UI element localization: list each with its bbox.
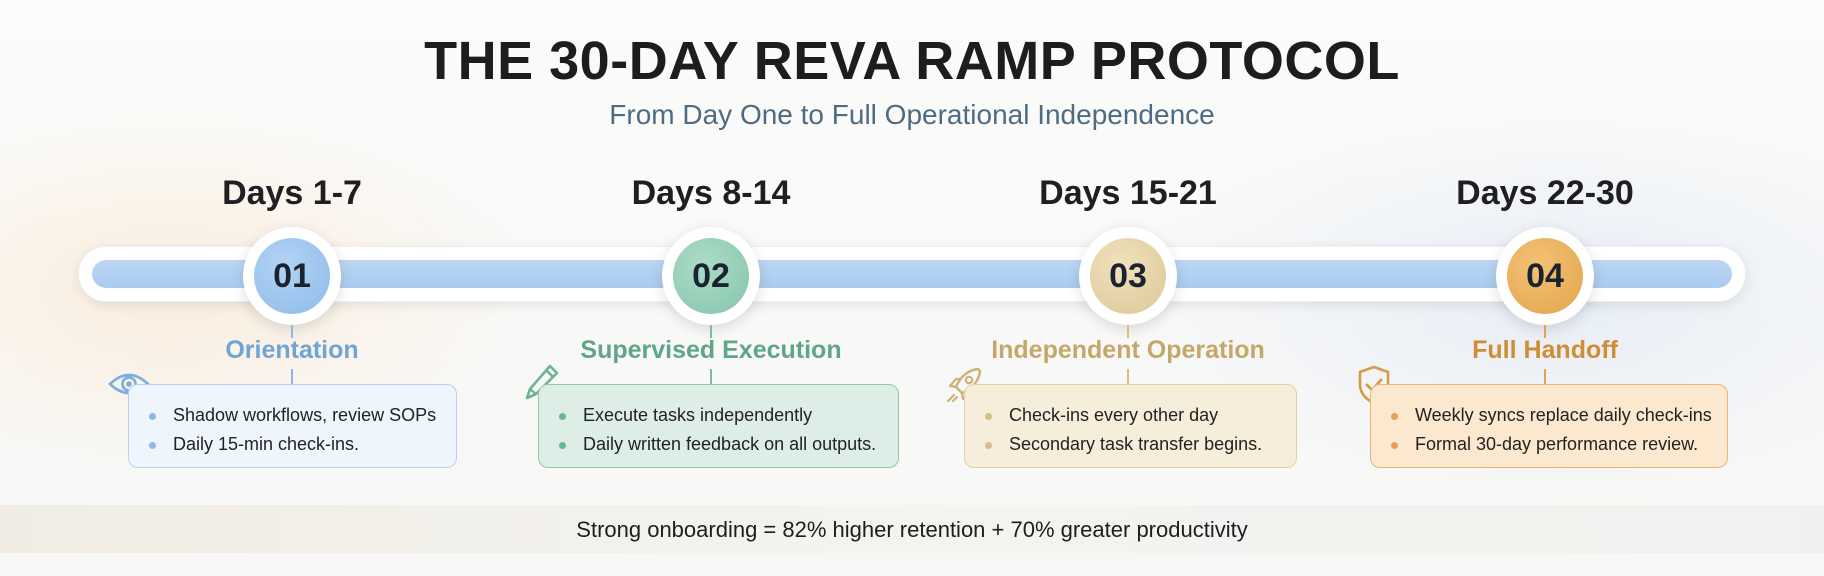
stage-4-number: 04 [1507, 238, 1583, 314]
stage-1-card-connector [291, 369, 293, 384]
stage-4-bullet-2: Formal 30-day performance review. [1415, 434, 1699, 454]
stage-3-bullet-1: Check-ins every other day [1009, 405, 1219, 425]
stage-2-card-connector [710, 369, 712, 384]
list-item: Weekly syncs replace daily check-ins [1391, 401, 1727, 430]
stage-2-node: 02 [662, 227, 760, 325]
stage-2-phase-title: Supervised Execution [580, 336, 842, 364]
pencil-icon [524, 363, 560, 408]
stage-3-number: 03 [1090, 238, 1166, 314]
page-subtitle: From Day One to Full Operational Indepen… [609, 99, 1215, 130]
timeline-progress-fill [92, 260, 1732, 288]
list-item: Formal 30-day performance review. [1391, 430, 1727, 459]
list-item: Daily written feedback on all outputs. [559, 430, 898, 459]
stage-1-card: Shadow workflows, review SOPs Daily 15-m… [128, 384, 457, 468]
stage-3-card: Check-ins every other day Secondary task… [964, 384, 1297, 468]
stage-3-phase-title: Independent Operation [991, 336, 1265, 364]
stage-4-node: 04 [1496, 227, 1594, 325]
stage-3-bullet-2: Secondary task transfer begins. [1009, 434, 1263, 454]
stage-2-days-label: Days 8-14 [631, 174, 791, 212]
stage-4-connector [1544, 325, 1546, 338]
stage-4-card-connector [1544, 369, 1546, 384]
stage-2-bullet-1: Execute tasks independently [583, 405, 813, 425]
page-title: THE 30-DAY REVA RAMP PROTOCOL [424, 31, 1400, 91]
list-item: Check-ins every other day [985, 401, 1296, 430]
stage-2-number: 02 [673, 238, 749, 314]
stage-2-card: Execute tasks independently Daily writte… [538, 384, 899, 468]
stage-1-days-label: Days 1-7 [222, 174, 362, 212]
stage-1-connector [291, 325, 293, 338]
stage-3-connector [1127, 325, 1129, 338]
stage-3-card-connector [1127, 369, 1129, 384]
footer-band [0, 505, 1824, 553]
stage-4-phase-title: Full Handoff [1472, 336, 1618, 364]
list-item: Shadow workflows, review SOPs [149, 401, 456, 430]
stage-3-days-label: Days 15-21 [1039, 174, 1217, 212]
stage-2-connector [710, 325, 712, 338]
list-item: Secondary task transfer begins. [985, 430, 1296, 459]
list-item: Daily 15-min check-ins. [149, 430, 456, 459]
stage-2-bullet-2: Daily written feedback on all outputs. [583, 434, 877, 454]
stage-4-card: Weekly syncs replace daily check-ins For… [1370, 384, 1728, 468]
stage-1-bullet-2: Daily 15-min check-ins. [173, 434, 360, 454]
stage-3-node: 03 [1079, 227, 1177, 325]
stage-4-days-label: Days 22-30 [1456, 174, 1634, 212]
list-item: Execute tasks independently [559, 401, 898, 430]
stage-1-number: 01 [254, 238, 330, 314]
stage-1-bullet-1: Shadow workflows, review SOPs [173, 405, 437, 425]
stage-1-node: 01 [243, 227, 341, 325]
footer-stat: Strong onboarding = 82% higher retention… [576, 517, 1248, 542]
stage-4-bullet-1: Weekly syncs replace daily check-ins [1415, 405, 1712, 425]
timeline-bar [92, 260, 1732, 288]
stage-1-phase-title: Orientation [225, 336, 359, 364]
